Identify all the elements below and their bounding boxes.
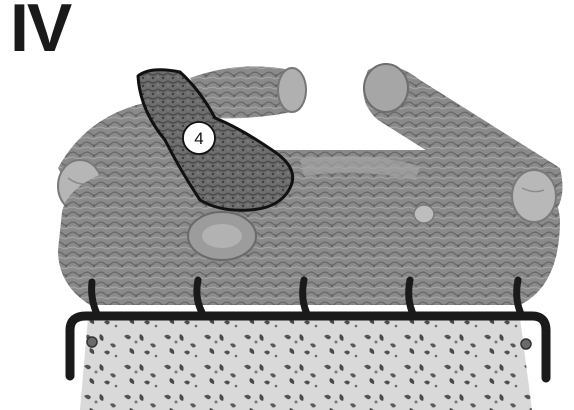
callout-4-badge: 4 [183,122,215,154]
callout-4-number: 4 [194,129,203,148]
ember-bed [80,318,532,410]
